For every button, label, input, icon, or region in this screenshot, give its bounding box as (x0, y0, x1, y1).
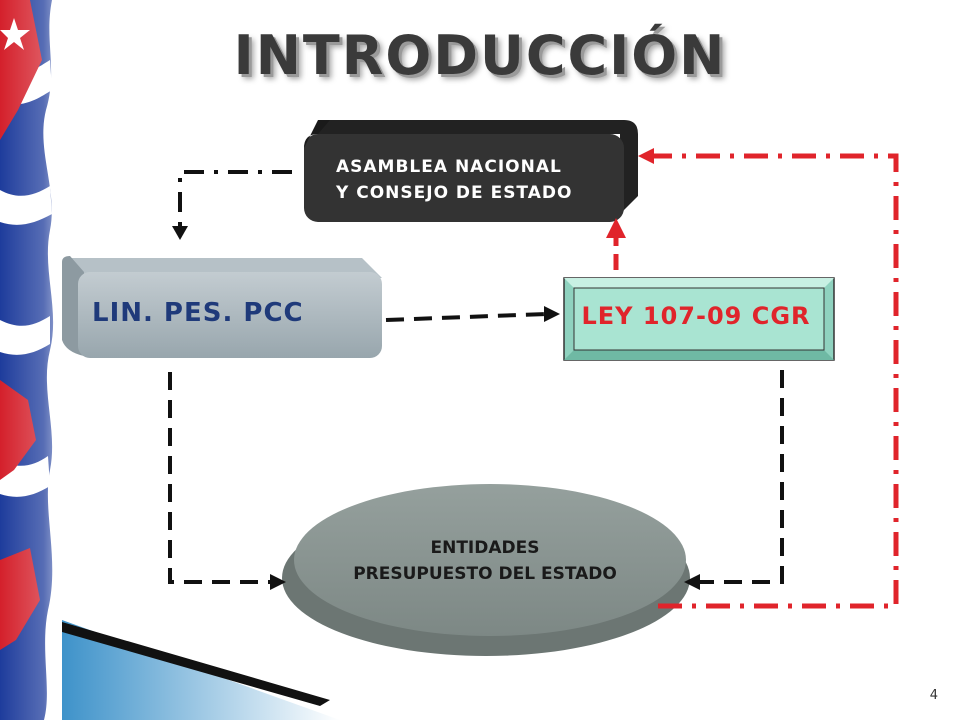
slide-number: 4 (929, 688, 938, 703)
node-ley-107-09 (563, 277, 835, 361)
lin-pes-pcc-label: LIN. PES. PCC (92, 298, 304, 328)
connector-lin-to-entidades (168, 372, 286, 590)
connector-entidades-to-asamblea (638, 148, 899, 609)
entidades-line-2: PRESUPUESTO DEL ESTADO (353, 564, 617, 584)
asamblea-line-1: ASAMBLEA NACIONAL (336, 157, 562, 177)
asamblea-line-2: Y CONSEJO DE ESTADO (336, 183, 573, 203)
node-entidades (282, 484, 690, 656)
flag-decoration (0, 0, 62, 720)
connector-ley-to-entidades (684, 370, 784, 590)
connector-lin-to-ley (385, 306, 560, 322)
node-asamblea (304, 120, 638, 222)
node-lin-pes-pcc (62, 256, 382, 358)
connector-ley-to-asamblea (606, 218, 626, 270)
slide-title: INTRODUCCIÓN (233, 24, 727, 87)
entidades-line-1: ENTIDADES (430, 538, 540, 558)
bottom-sweep-decoration (62, 620, 340, 720)
asamblea-label: ASAMBLEA NACIONAL Y CONSEJO DE ESTADO (336, 154, 626, 206)
connector-asamblea-to-lin (172, 170, 292, 240)
ley-107-09-label: LEY 107-09 CGR (581, 302, 811, 330)
entidades-label: ENTIDADES PRESUPUESTO DEL ESTADO (300, 535, 670, 587)
